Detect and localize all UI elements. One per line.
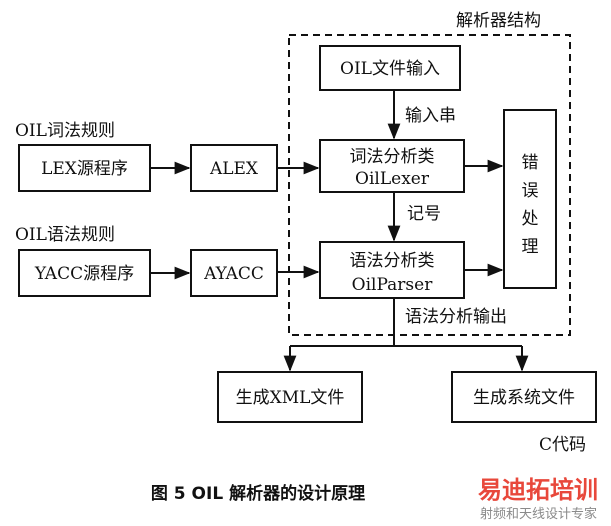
- generate-system-label: 生成系统文件: [473, 388, 575, 408]
- oil-file-input-node: OIL文件输入: [319, 45, 461, 91]
- lexer-class-label-line2: OilLexer: [355, 169, 430, 189]
- parser-class-label-line2: OilParser: [352, 275, 434, 295]
- error-handling-char-1: 错: [522, 153, 539, 173]
- ayacc-node: AYACC: [190, 249, 278, 297]
- error-handling-char-4: 理: [522, 237, 539, 257]
- lex-source-label: LEX源程序: [41, 159, 128, 179]
- oil-file-input-label: OIL文件输入: [340, 59, 440, 79]
- yacc-source-node: YACC源程序: [18, 249, 151, 297]
- generate-system-box: [451, 371, 597, 423]
- parse-output-label: 语法分析输出: [405, 307, 507, 327]
- yacc-source-label: YACC源程序: [34, 264, 134, 284]
- generate-system-node: 生成系统文件: [451, 371, 597, 423]
- c-code-label: C代码: [539, 435, 586, 455]
- lexer-class-label-line1: 词法分析类: [350, 147, 435, 167]
- ayacc-label: AYACC: [203, 264, 264, 284]
- generate-xml-label: 生成XML文件: [236, 388, 345, 408]
- oil-grammar-rules-label: OIL语法规则: [15, 225, 115, 245]
- alex-label: ALEX: [209, 159, 259, 179]
- lex-source-box: [18, 144, 151, 192]
- watermark-tagline: 射频和天线设计专家: [480, 506, 597, 522]
- input-string-label: 输入串: [405, 106, 456, 126]
- oil-lexical-rules-label: OIL词法规则: [15, 121, 115, 141]
- parser-class-node: 语法分析类 OilParser: [319, 241, 465, 299]
- generate-xml-node: 生成XML文件: [217, 371, 363, 423]
- error-handling-char-2: 误: [522, 181, 539, 201]
- parser-structure-boundary: [288, 34, 571, 336]
- lexer-class-node: 词法分析类 OilLexer: [319, 139, 465, 193]
- error-handling-node: 错 误 处 理: [503, 109, 557, 289]
- lex-source-node: LEX源程序: [18, 144, 151, 192]
- watermark: 易迪拓培训 射频和天线设计专家: [478, 476, 598, 522]
- error-handling-char-3: 处: [522, 209, 539, 229]
- oil-file-input-box: [319, 45, 461, 91]
- alex-node: ALEX: [190, 144, 278, 192]
- parser-structure-label: 解析器结构: [456, 11, 541, 31]
- ayacc-box: [190, 249, 278, 297]
- parser-class-label-line1: 语法分析类: [350, 251, 435, 271]
- lexer-class-box: [319, 139, 465, 193]
- error-handling-box: [503, 109, 557, 289]
- generate-xml-box: [217, 371, 363, 423]
- watermark-brand: 易迪拓培训: [478, 476, 598, 504]
- token-label: 记号: [407, 204, 441, 224]
- figure-caption: 图 5 OIL 解析器的设计原理: [151, 483, 365, 504]
